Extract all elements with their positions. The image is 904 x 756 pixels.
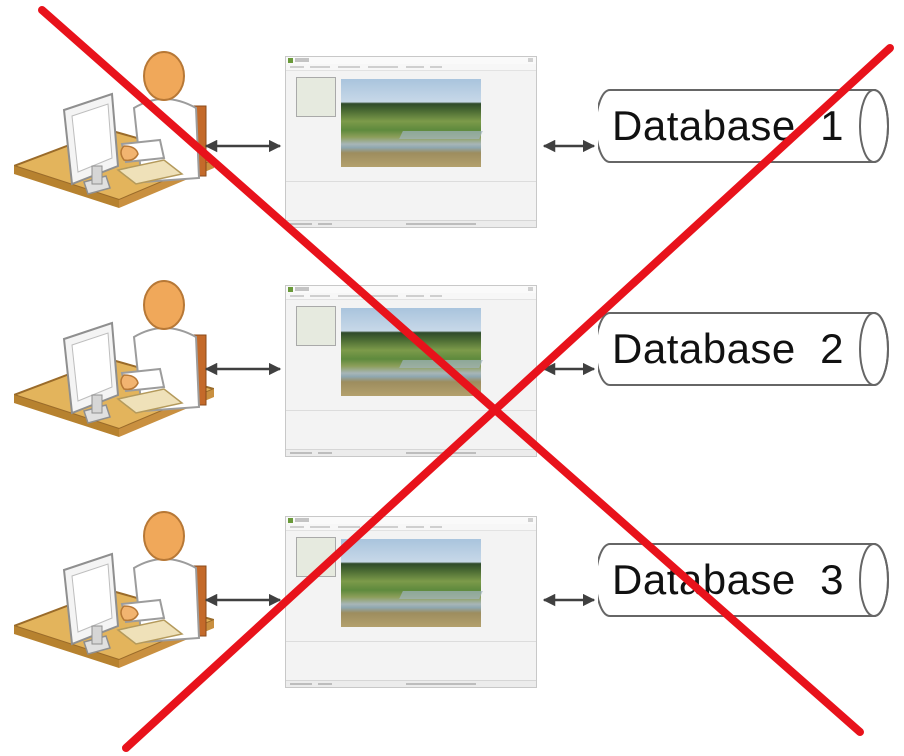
status-bar — [286, 449, 536, 456]
cross-line-1 — [38, 6, 864, 736]
row-1: Database 1 — [0, 48, 904, 278]
application-window[interactable] — [285, 516, 537, 688]
status-bar — [286, 220, 536, 227]
menu-bar — [286, 524, 536, 531]
app-icon — [288, 58, 293, 63]
close-icon — [528, 518, 533, 522]
double-arrow-icon — [204, 139, 282, 153]
double-arrow-icon — [204, 593, 282, 607]
database-2: Database 2 — [598, 311, 893, 389]
double-arrow-icon — [542, 362, 596, 376]
thumbnail-icon[interactable] — [296, 77, 336, 117]
menu-bar — [286, 64, 536, 71]
database-1: Database 1 — [598, 88, 893, 166]
double-arrow-icon — [204, 362, 282, 376]
double-arrow-icon — [542, 593, 596, 607]
double-arrow-icon — [542, 139, 596, 153]
status-bar — [286, 680, 536, 687]
window-titlebar — [286, 57, 536, 64]
landscape-photo — [341, 79, 483, 167]
database-label: Database 1 — [612, 102, 844, 149]
close-icon — [528, 58, 533, 62]
cross-line-2 — [122, 44, 894, 752]
close-icon — [528, 287, 533, 291]
thumbnail-icon[interactable] — [296, 306, 336, 346]
window-titlebar — [286, 286, 536, 293]
app-icon — [288, 287, 293, 292]
database-label: Database 2 — [612, 325, 844, 372]
application-window[interactable] — [285, 56, 537, 228]
landscape-photo — [341, 539, 483, 627]
window-titlebar — [286, 517, 536, 524]
app-icon — [288, 518, 293, 523]
menu-bar — [286, 293, 536, 300]
